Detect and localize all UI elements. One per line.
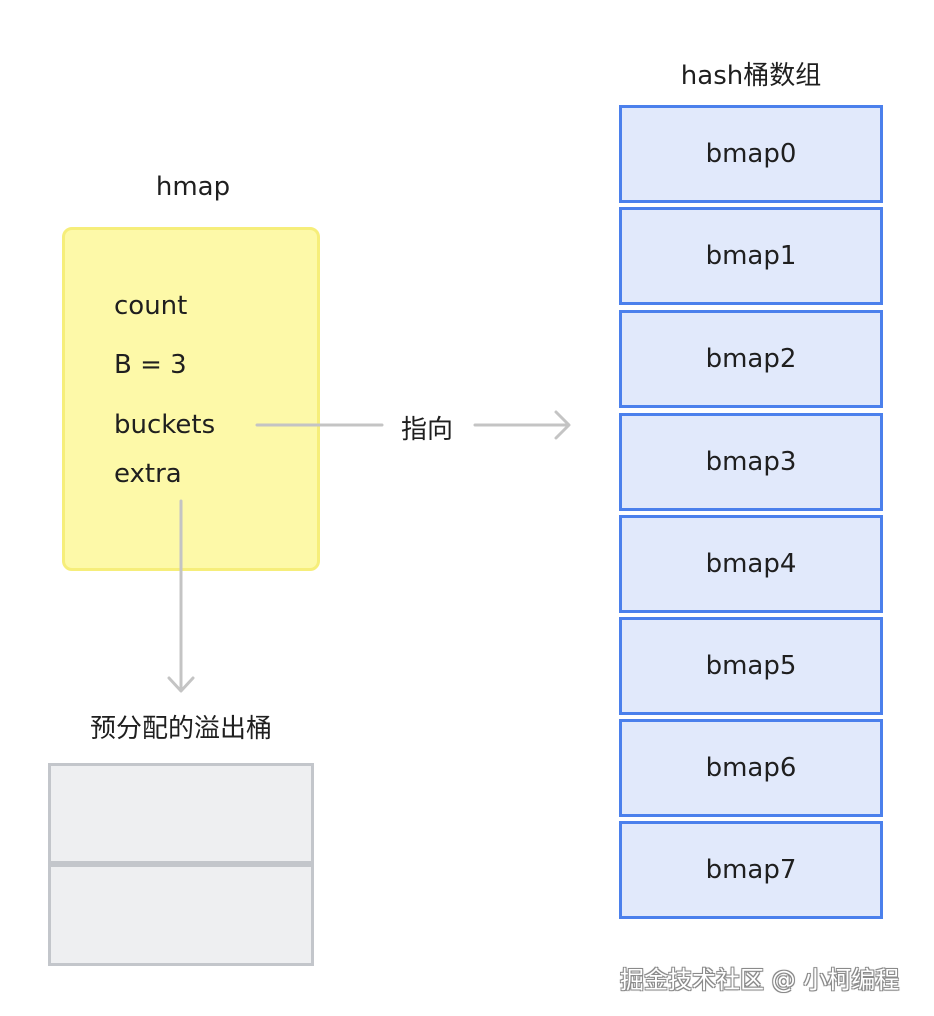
- watermark: 掘金技术社区 @ 小柯编程: [620, 966, 900, 994]
- bucket-bmap3: bmap3: [619, 413, 883, 511]
- bucket-bmap5: bmap5: [619, 617, 883, 715]
- overflow-title: 预分配的溢出桶: [89, 714, 272, 744]
- bucket-label: bmap2: [705, 344, 797, 374]
- bucket-bmap7: bmap7: [619, 821, 883, 919]
- hmap-field-buckets: buckets: [114, 410, 216, 440]
- hash-array-title: hash桶数组: [680, 61, 822, 91]
- bucket-bmap4: bmap4: [619, 515, 883, 613]
- buckets-pointer-arrowhead: [554, 410, 571, 440]
- bucket-label: bmap3: [705, 447, 797, 477]
- overflow-bucket-2: [48, 864, 314, 966]
- hmap-field-b: B = 3: [114, 350, 187, 380]
- bucket-label: bmap1: [705, 241, 797, 271]
- bucket-bmap1: bmap1: [619, 207, 883, 305]
- pointer-label: 指向: [401, 415, 454, 445]
- bucket-bmap6: bmap6: [619, 719, 883, 817]
- bucket-label: bmap6: [705, 753, 797, 783]
- bucket-bmap2: bmap2: [619, 310, 883, 408]
- hmap-title: hmap: [155, 172, 231, 202]
- hmap-field-extra: extra: [114, 459, 182, 489]
- bucket-label: bmap4: [705, 549, 797, 579]
- extra-pointer-arrowhead: [167, 676, 195, 693]
- bucket-label: bmap7: [705, 855, 797, 885]
- bucket-bmap0: bmap0: [619, 105, 883, 203]
- overflow-bucket-1: [48, 763, 314, 864]
- bucket-label: bmap5: [705, 651, 797, 681]
- hmap-box: [62, 227, 320, 571]
- bucket-label: bmap0: [705, 139, 797, 169]
- hmap-field-count: count: [114, 291, 188, 321]
